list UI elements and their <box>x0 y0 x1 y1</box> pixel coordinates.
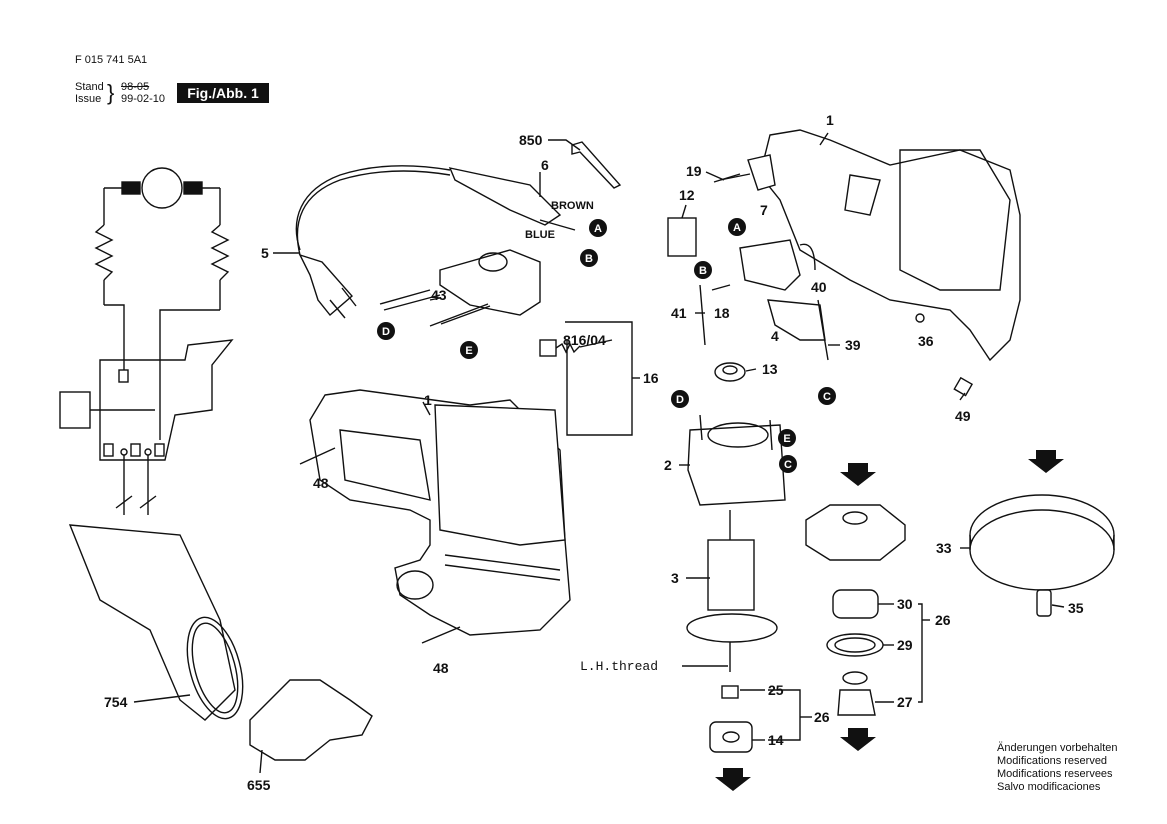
stand-label: Stand <box>75 81 104 93</box>
part-39: 39 <box>845 337 861 353</box>
connector-a-left: A <box>594 223 602 235</box>
direction-arrows <box>715 450 1064 791</box>
switch-assembly <box>379 249 541 327</box>
wiring-schematic <box>59 167 234 515</box>
connector-markers: A B D E A B C D E C <box>377 218 836 473</box>
part-26-left: 26 <box>814 709 830 725</box>
dust-bag <box>68 524 244 721</box>
connector-b-right: B <box>699 265 707 277</box>
thread-label: L.H.thread <box>580 659 658 674</box>
note-es: Salvo modificaciones <box>997 781 1101 793</box>
stator <box>687 414 786 506</box>
wire-label-blue: BLUE <box>525 229 555 241</box>
part-36: 36 <box>918 333 934 349</box>
note-de: Änderungen vorbehalten <box>997 742 1118 754</box>
part-754: 754 <box>104 694 128 710</box>
part-14: 14 <box>768 732 784 748</box>
part-48-upper: 48 <box>313 475 329 491</box>
part-48-lower: 48 <box>433 660 449 676</box>
connector-b-left: B <box>585 253 593 265</box>
stand-date: 98-05 <box>121 81 150 93</box>
part-5: 5 <box>261 245 269 261</box>
issue-date: 99-02-10 <box>121 93 166 105</box>
part-25: 25 <box>768 682 784 698</box>
connector-a-right: A <box>733 222 741 234</box>
part-816-04: 816/04 <box>563 332 606 348</box>
part-3: 3 <box>671 570 679 586</box>
main-tool-body <box>309 389 571 636</box>
part-40: 40 <box>811 279 827 295</box>
power-cable <box>295 165 576 319</box>
armature <box>686 510 778 753</box>
part-19: 19 <box>686 163 702 179</box>
connector-c-stator: C <box>784 459 792 471</box>
part-30: 30 <box>897 596 913 612</box>
part-6: 6 <box>541 157 549 173</box>
part-16: 16 <box>643 370 659 386</box>
switch-parts-right <box>667 154 829 361</box>
drawing-code: F 015 741 5A1 <box>75 54 148 66</box>
modifications-note: Änderungen vorbehalten Modifications res… <box>997 742 1117 794</box>
part-29: 29 <box>897 637 913 653</box>
part-43: 43 <box>431 287 447 303</box>
part-850: 850 <box>519 132 543 148</box>
part-35: 35 <box>1068 600 1084 616</box>
part-33: 33 <box>936 540 952 556</box>
part-1-body: 1 <box>424 392 432 408</box>
part-12: 12 <box>679 187 695 203</box>
part-1-housing: 1 <box>826 112 834 128</box>
part-numbers: 850 6 5 43 1 19 7 12 40 41 18 4 39 36 49… <box>104 112 1084 793</box>
part-4: 4 <box>771 328 779 344</box>
connector-d-right: D <box>676 394 684 406</box>
connector-e-right: E <box>783 433 790 445</box>
brace: } <box>107 80 115 105</box>
part-26-right: 26 <box>935 612 951 628</box>
note-en: Modifications reserved <box>997 755 1108 767</box>
part-7: 7 <box>760 202 768 218</box>
part-2: 2 <box>664 457 672 473</box>
part-655: 655 <box>247 777 271 793</box>
part-41: 41 <box>671 305 687 321</box>
part-18: 18 <box>714 305 730 321</box>
wire-label-brown: BROWN <box>551 200 594 212</box>
figure-badge: Fig./Abb. 1 <box>177 83 269 103</box>
issue-label: Issue <box>75 93 102 105</box>
note-fr: Modifications reservees <box>997 768 1113 780</box>
part-27: 27 <box>897 694 913 710</box>
part-13: 13 <box>762 361 778 377</box>
connector-e-left: E <box>465 345 472 357</box>
part-49: 49 <box>955 408 971 424</box>
housing-right <box>759 129 1021 397</box>
connector-c-right: C <box>823 391 831 403</box>
fan-assembly <box>805 504 906 716</box>
connector-d-left: D <box>382 326 390 338</box>
